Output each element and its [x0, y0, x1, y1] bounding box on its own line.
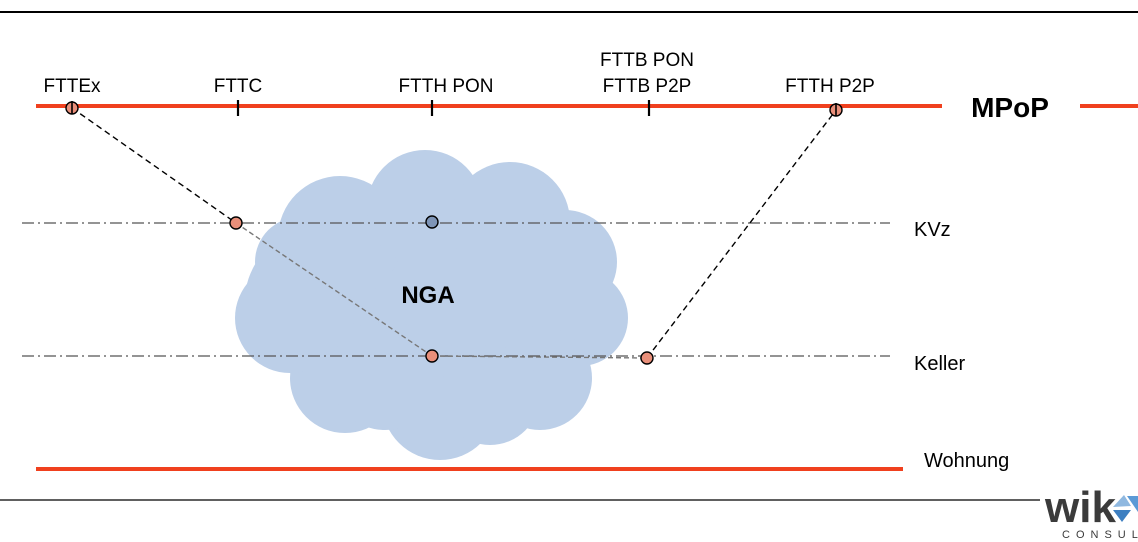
label-nga: NGA: [401, 282, 454, 309]
path-fttex-to-kvz: [71, 107, 237, 224]
logo-subtext: CONSUL: [1062, 529, 1138, 541]
logo-text: wik: [1044, 483, 1116, 532]
label-fttb-pon: FTTB PON: [600, 50, 694, 71]
label-keller: Keller: [914, 353, 965, 375]
label-fttc: FTTC: [214, 76, 263, 97]
node-kvz-fttc: [229, 216, 243, 230]
label-fttex: FTTEx: [44, 76, 101, 97]
label-ftth-p2p: FTTH P2P: [785, 76, 875, 97]
nga-cloud: [235, 150, 628, 460]
path-keller-to-keller: [431, 355, 648, 359]
arrows-logo-icon: [1113, 495, 1138, 522]
node-keller-ftth-pon: [425, 349, 439, 363]
node-keller-fttb: [640, 351, 654, 365]
label-wohnung: Wohnung: [924, 450, 1009, 472]
wik-logo: wik CONSUL: [1044, 483, 1138, 541]
mpop-ticks: [236, 100, 651, 116]
label-kvz: KVz: [914, 219, 951, 241]
path-keller-to-ftth-p2p: [646, 109, 837, 359]
connection-paths: [71, 107, 837, 359]
label-mpop: MPoP: [971, 92, 1049, 123]
node-kvz-ftth-pon: [425, 215, 439, 229]
label-ftth-pon: FTTH PON: [399, 76, 494, 97]
label-fttb-p2p: FTTB P2P: [603, 76, 692, 97]
node-ticks: [71, 101, 837, 116]
nodes: [65, 101, 843, 365]
